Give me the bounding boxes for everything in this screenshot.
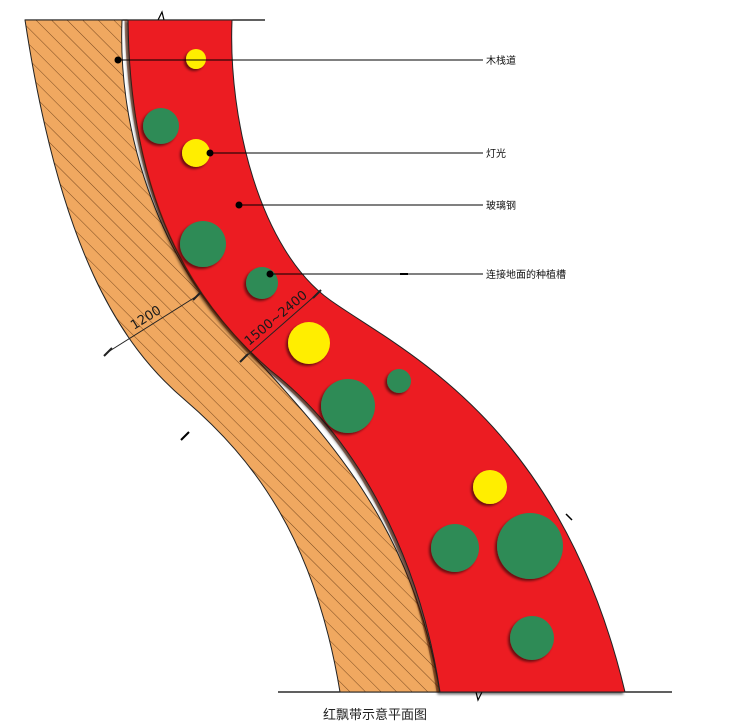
leader-dot — [206, 149, 214, 157]
dimension-tick — [312, 289, 322, 299]
label-frp: 玻璃钢 — [486, 199, 516, 212]
planter-circle — [431, 524, 479, 572]
label-planter: 连接地面的种植槽 — [486, 268, 566, 281]
dimension-tick — [192, 291, 202, 301]
leader-dot — [235, 201, 243, 209]
diagram-caption: 红飘带示意平面图 — [322, 708, 427, 723]
dimension-line — [243, 293, 318, 359]
ribbon-edge-shadow — [124, 19, 440, 693]
leader-dot — [114, 56, 122, 64]
planter-circle — [510, 616, 554, 660]
dimension-line — [107, 295, 198, 353]
planter-circle — [497, 513, 563, 579]
leader-dot — [266, 270, 274, 278]
light-circle — [473, 470, 507, 504]
label-light: 灯光 — [486, 147, 506, 160]
planter-circle — [143, 108, 179, 144]
edge-tick — [565, 513, 573, 521]
light-circle — [182, 139, 210, 167]
planter-circle — [180, 221, 226, 267]
planters — [143, 108, 563, 660]
edge-tick — [180, 431, 190, 441]
dimension-tick — [239, 353, 249, 363]
light-circle — [186, 49, 206, 69]
leader-lines — [114, 56, 483, 278]
light-circle — [288, 322, 330, 364]
dimension-tick — [103, 347, 113, 357]
lights — [182, 49, 507, 504]
planter-circle — [321, 379, 375, 433]
planter-circle — [387, 369, 411, 393]
label-boardwalk: 木栈道 — [486, 54, 516, 67]
planter-circle — [246, 267, 278, 299]
